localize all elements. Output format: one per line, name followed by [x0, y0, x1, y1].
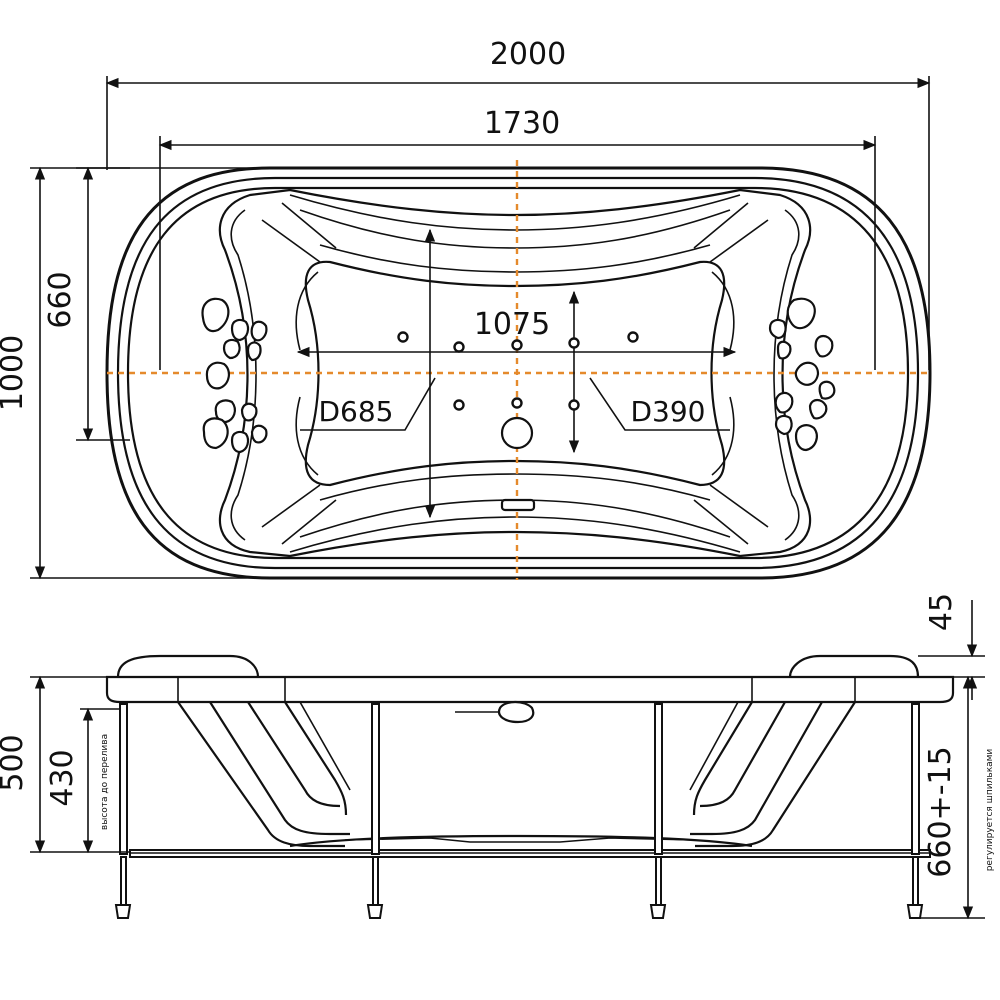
adjustable-note: регулируется шпильками: [985, 749, 995, 872]
dimension-adjustable-height: 660+-15 регулируется шпильками: [920, 675, 995, 920]
dimension-depth-right: D390: [568, 290, 706, 454]
hydro-jets-right: [768, 297, 836, 452]
foot-icon: [649, 904, 667, 919]
jet-icon: [511, 339, 523, 351]
rim-thickness-label: 45: [924, 593, 959, 631]
dimension-inner-width: 660: [43, 166, 130, 442]
overall-length-label: 2000: [490, 37, 566, 72]
drain-icon: [500, 416, 534, 450]
overall-width-label: 1000: [0, 335, 30, 411]
jet-icon: [627, 331, 639, 343]
depth-left-label: D685: [318, 395, 393, 428]
foot-icon: [366, 904, 384, 919]
dimension-overflow-height: 430 высота до перелива: [45, 707, 120, 854]
jet-icon: [397, 331, 409, 343]
jet-icon: [453, 341, 465, 353]
jet-icon: [568, 399, 580, 411]
height-label: 500: [0, 734, 30, 791]
tub-outline: [105, 166, 932, 580]
support-frame: [114, 703, 931, 919]
overflow-height-label: 430: [45, 749, 80, 806]
dimension-overall-length: 2000: [105, 37, 931, 370]
frame-leg: [911, 703, 920, 855]
side-wall-left: [177, 701, 351, 848]
depth-right-label: D390: [630, 395, 705, 428]
bottom-jets: [397, 331, 639, 512]
side-view: 500 430 высота до перелива 45 660+-15 ре…: [0, 593, 995, 920]
foot-icon: [906, 904, 924, 919]
frame-leg: [654, 703, 663, 855]
jet-icon: [511, 397, 523, 409]
side-rim: [105, 675, 955, 704]
top-view: 2000 1730 1000 660: [0, 37, 932, 580]
center-axes: [107, 160, 930, 580]
dimension-bottom-length: 1075: [296, 307, 737, 358]
bottom-length-label: 1075: [474, 307, 550, 342]
jet-icon: [568, 337, 580, 349]
hydro-jets-left: [201, 297, 268, 454]
headrest-left: [116, 654, 260, 678]
foot-icon: [114, 904, 132, 919]
frame-leg: [371, 703, 380, 855]
tub-bottom: [289, 834, 753, 848]
overflow-fitting-icon: [497, 700, 535, 724]
dimension-depth-left: D685: [318, 228, 436, 519]
inner-length-label: 1730: [484, 106, 560, 141]
frame-leg: [119, 703, 128, 855]
jet-icon: [453, 399, 465, 411]
side-wall-right: [689, 701, 856, 848]
inner-width-label: 660: [43, 271, 78, 328]
headrest-right: [788, 654, 920, 678]
dimension-height: 500: [0, 675, 130, 854]
overflow-icon: [500, 498, 536, 512]
overflow-note: высота до перелива: [100, 734, 110, 830]
adjustable-height-label: 660+-15: [923, 746, 958, 877]
dimension-inner-length: 1730: [158, 106, 877, 370]
dimension-rim-thickness: 45: [918, 593, 985, 700]
